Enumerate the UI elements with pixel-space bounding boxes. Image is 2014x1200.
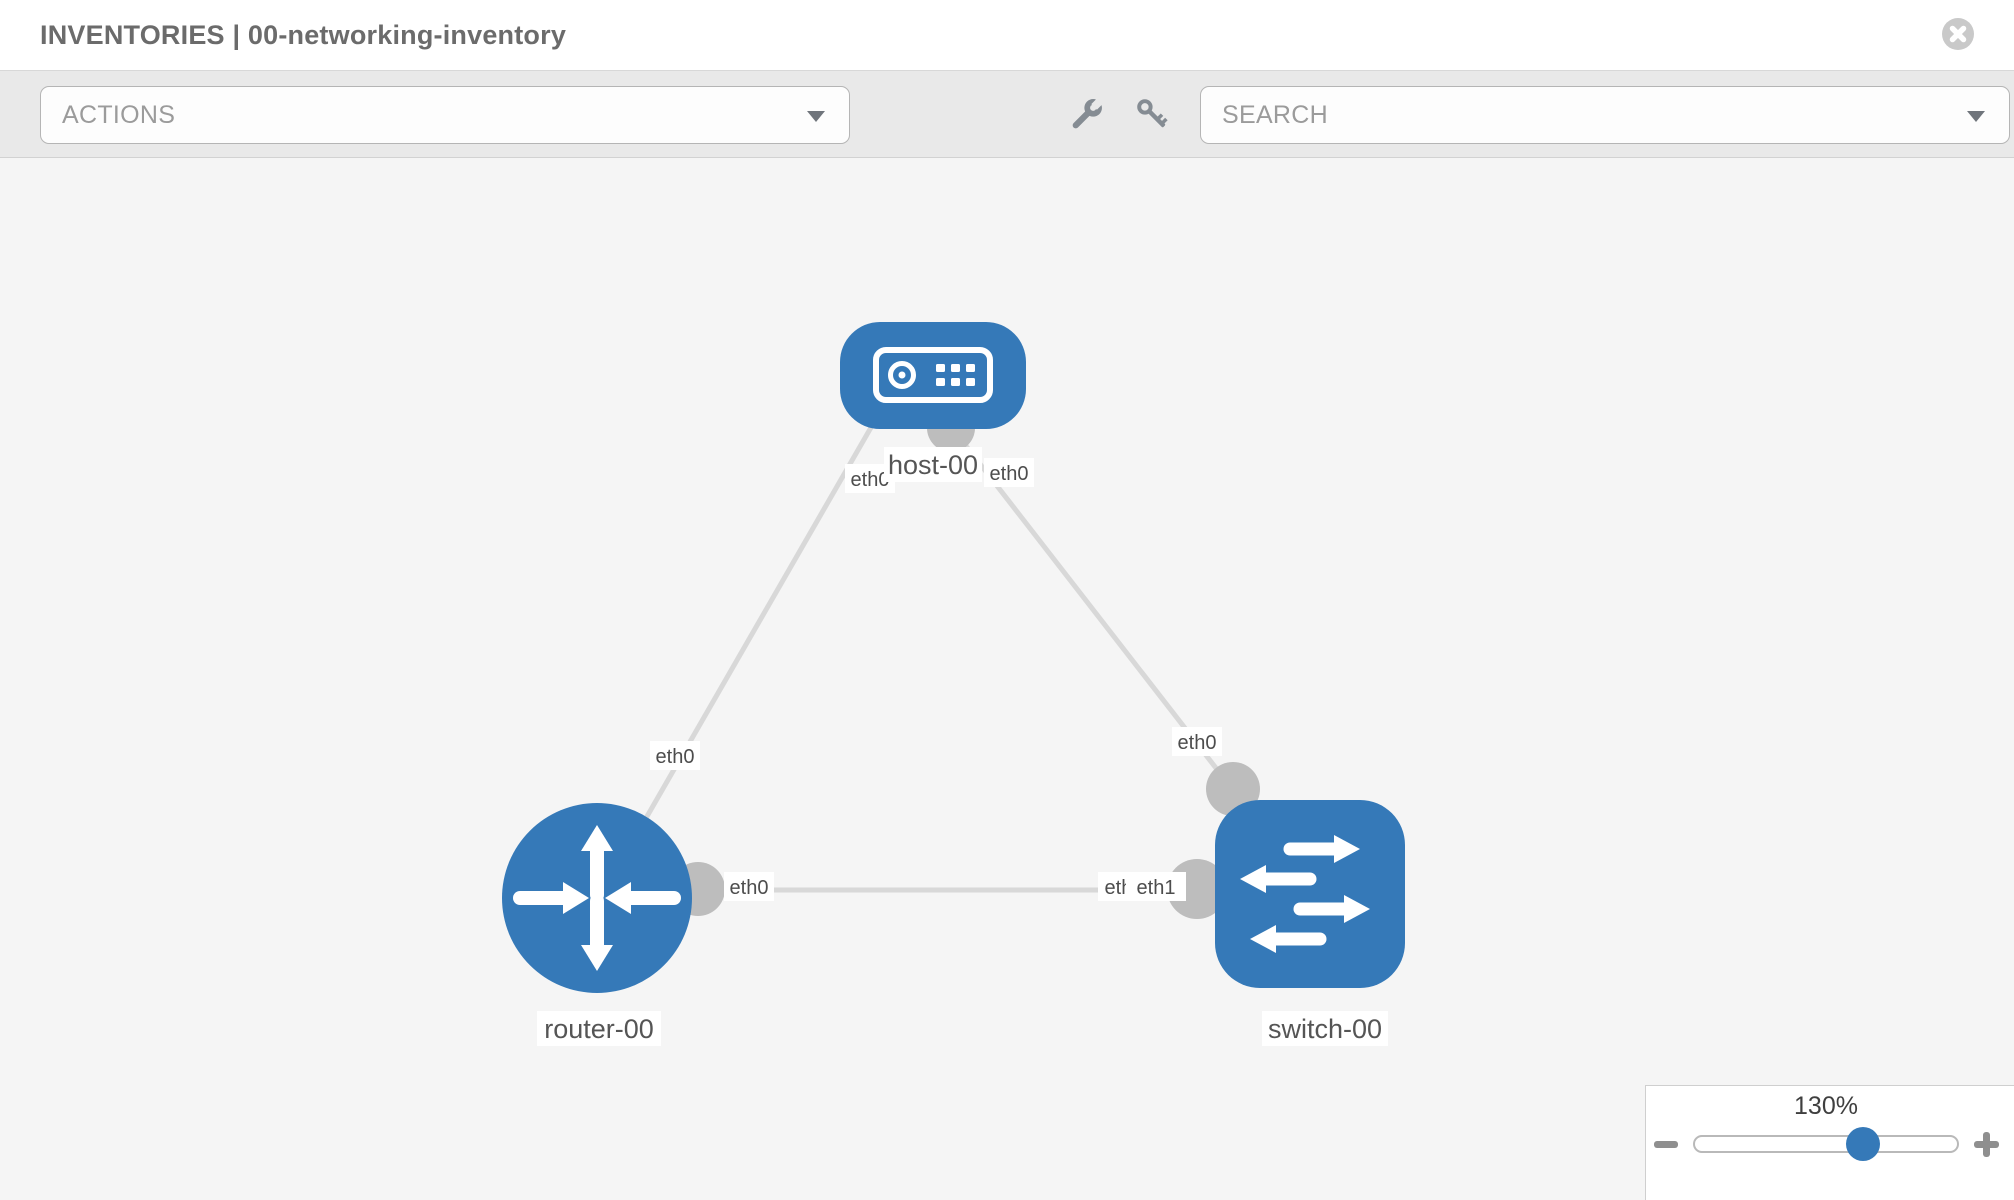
actions-dropdown[interactable]: ACTIONS [40, 86, 850, 144]
svg-text:eth0: eth0 [990, 463, 1029, 485]
zoom-slider-thumb[interactable] [1846, 1127, 1880, 1161]
configure-button[interactable] [1064, 93, 1108, 137]
page-title: INVENTORIES | 00-networking-inventory [40, 20, 567, 50]
close-icon [1949, 25, 1967, 43]
node-label-switch: switch-00 [1262, 1011, 1388, 1046]
svg-text:eth0: eth0 [1178, 732, 1217, 754]
zoom-slider-track[interactable] [1693, 1135, 1959, 1153]
interface-label: eth0 [1172, 727, 1222, 756]
node-switch[interactable] [1215, 800, 1405, 988]
interface-label: eth0 [650, 741, 700, 770]
chevron-down-icon [1967, 111, 1985, 122]
svg-text:host-00: host-00 [888, 450, 978, 480]
zoom-out-button[interactable] [1654, 1141, 1678, 1148]
search-dropdown[interactable]: SEARCH [1200, 86, 2010, 144]
interface-label: eth1 [1126, 872, 1186, 901]
svg-text:eth1: eth1 [1137, 877, 1176, 899]
node-label-router: router-00 [537, 1011, 661, 1046]
search-dropdown-label: SEARCH [1222, 101, 1328, 129]
svg-text:router-00: router-00 [544, 1014, 654, 1044]
wrench-icon [1072, 96, 1105, 129]
node-label-host: host-00 [884, 447, 982, 482]
interface-label: eth0 [724, 872, 774, 901]
credentials-button[interactable] [1131, 93, 1175, 137]
svg-text:switch-00: switch-00 [1268, 1014, 1382, 1044]
svg-text:eth0: eth0 [730, 877, 769, 899]
zoom-in-button[interactable] [1974, 1132, 1999, 1157]
inventory-header: INVENTORIES | 00-networking-inventory [0, 0, 2014, 70]
node-host[interactable] [840, 322, 1026, 429]
switch-icon [1240, 835, 1370, 953]
host-icon [873, 347, 993, 403]
node-router[interactable] [502, 803, 692, 993]
key-icon [1137, 99, 1168, 128]
interface-label: eth0 [984, 458, 1034, 487]
svg-text:eth0: eth0 [851, 469, 890, 491]
svg-text:eth0: eth0 [656, 746, 695, 768]
zoom-level: 130% [1794, 1092, 1858, 1120]
zoom-panel: 130% [1645, 1085, 2014, 1200]
toolbar: ACTIONS SEARCH [0, 70, 2014, 158]
chevron-down-icon [807, 111, 825, 122]
router-icon [513, 825, 681, 971]
actions-dropdown-label: ACTIONS [62, 101, 176, 129]
close-button[interactable] [1942, 18, 1974, 50]
